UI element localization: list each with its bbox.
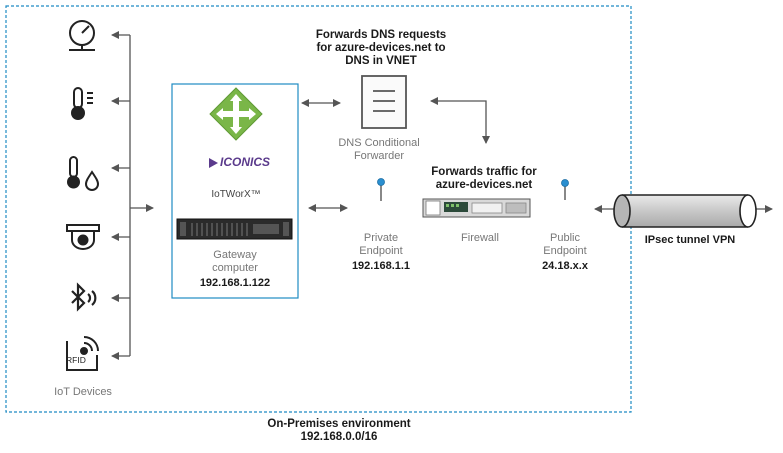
security-camera-icon xyxy=(66,224,100,250)
gateway-router-icon xyxy=(209,87,263,141)
temperature-humidity-icon xyxy=(67,156,100,191)
pressure-gauge-icon xyxy=(69,20,95,51)
gateway-ip: 192.168.1.122 xyxy=(199,277,271,289)
firewall-note: Forwards traffic for azure-devices.net xyxy=(431,166,537,191)
dns-server-icon xyxy=(361,75,407,129)
iconics-logo-icon xyxy=(209,158,218,168)
vpn-label: IPsec tunnel VPN xyxy=(644,234,736,246)
bluetooth-icon xyxy=(71,282,97,312)
dns-note: Forwards DNS requests for azure-devices.… xyxy=(315,29,447,67)
dns-server-label: DNS Conditional Forwarder xyxy=(338,137,420,162)
iotworx-logo-text: IoTWorX™ xyxy=(211,189,261,200)
gateway-computer-box xyxy=(171,83,299,299)
private-endpoint-pin-icon xyxy=(377,178,385,201)
dns-firewall-arrow xyxy=(430,97,490,144)
private-endpoint-ip: 192.168.1.1 xyxy=(351,260,411,272)
public-endpoint-ip: 24.18.x.x xyxy=(542,260,588,272)
gateway-label: Gateway computer xyxy=(212,249,258,274)
gateway-server-icon xyxy=(176,218,293,240)
iconics-logo-text: ICONICS xyxy=(220,155,271,169)
vpn-tunnel-icon xyxy=(613,194,757,228)
environment-label: On-Premises environment 192.168.0.0/16 xyxy=(267,418,411,443)
public-endpoint-pin-icon xyxy=(561,179,569,200)
rfid-icon xyxy=(66,336,99,371)
private-endpoint-label: Private Endpoint xyxy=(359,232,403,257)
thermometer-icon xyxy=(71,87,93,120)
iot-devices-label: IoT Devices xyxy=(54,386,112,398)
firewall-appliance-icon xyxy=(422,198,531,218)
public-endpoint-label: Public Endpoint xyxy=(543,232,587,257)
rfid-text: RFID xyxy=(66,355,86,365)
firewall-label: Firewall xyxy=(461,232,499,244)
